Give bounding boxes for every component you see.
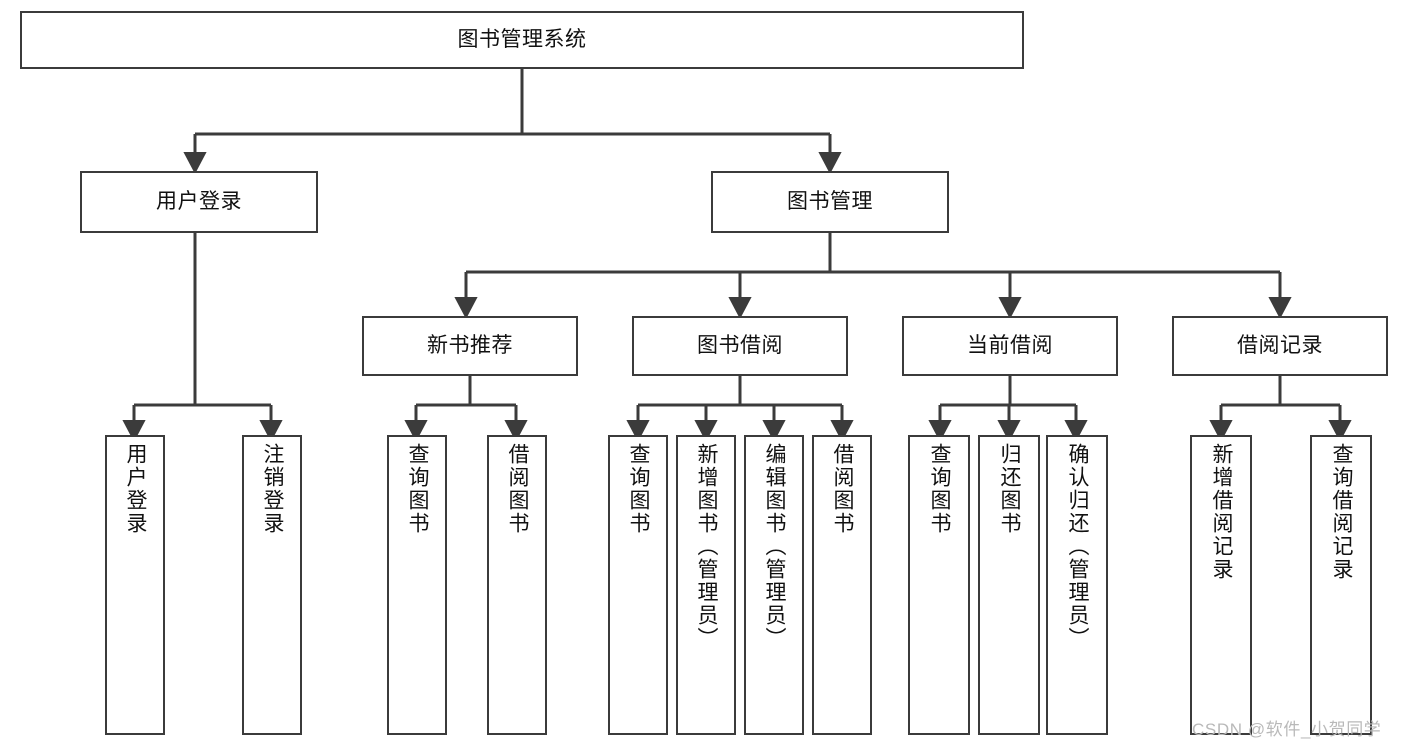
leaf-borrow-book-recommend[interactable]: 借阅图书: [487, 435, 547, 735]
node-label: 查询图书: [406, 443, 430, 535]
leaf-add-borrow-record[interactable]: 新增借阅记录: [1190, 435, 1252, 735]
node-label: 用户登录: [156, 190, 242, 214]
node-label: 查询借阅记录: [1330, 443, 1354, 581]
node-label: 图书借阅: [697, 334, 783, 358]
node-label: 查询图书: [627, 443, 651, 535]
node-label: 当前借阅: [967, 334, 1053, 358]
leaf-logout-login[interactable]: 注销登录: [242, 435, 302, 735]
node-label: 借阅图书: [506, 443, 530, 535]
node-label: 图书管理系统: [457, 28, 587, 52]
leaf-query-book-borrow[interactable]: 查询图书: [608, 435, 668, 735]
leaf-user-login[interactable]: 用户登录: [105, 435, 165, 735]
node-user-login[interactable]: 用户登录: [80, 171, 318, 233]
watermark-csdn: CSDN @软件_小贺同学: [1192, 720, 1382, 739]
node-label: 归还图书: [998, 443, 1022, 535]
node-label: 新增图书（管理员）: [695, 443, 719, 650]
leaf-query-book-current[interactable]: 查询图书: [908, 435, 970, 735]
leaf-add-book-admin[interactable]: 新增图书（管理员）: [676, 435, 736, 735]
leaf-query-book-recommend[interactable]: 查询图书: [387, 435, 447, 735]
node-borrow-records[interactable]: 借阅记录: [1172, 316, 1388, 376]
node-current-borrow[interactable]: 当前借阅: [902, 316, 1118, 376]
node-label: 注销登录: [261, 443, 285, 535]
node-label: 新增借阅记录: [1210, 443, 1234, 581]
leaf-query-borrow-record[interactable]: 查询借阅记录: [1310, 435, 1372, 735]
leaf-confirm-return-admin[interactable]: 确认归还（管理员）: [1046, 435, 1108, 735]
node-label: 确认归还（管理员）: [1066, 443, 1090, 650]
node-new-book-recommend[interactable]: 新书推荐: [362, 316, 578, 376]
node-label: 图书管理: [787, 190, 873, 214]
node-root-system[interactable]: 图书管理系统: [20, 11, 1024, 69]
leaf-borrow-book[interactable]: 借阅图书: [812, 435, 872, 735]
leaf-edit-book-admin[interactable]: 编辑图书（管理员）: [744, 435, 804, 735]
node-label: 用户登录: [124, 443, 148, 535]
node-label: 借阅图书: [831, 443, 855, 535]
node-book-management[interactable]: 图书管理: [711, 171, 949, 233]
node-label: 编辑图书（管理员）: [763, 443, 787, 650]
node-label: 借阅记录: [1237, 334, 1323, 358]
node-book-borrow[interactable]: 图书借阅: [632, 316, 848, 376]
node-label: 新书推荐: [427, 334, 513, 358]
node-label: 查询图书: [928, 443, 952, 535]
leaf-return-book[interactable]: 归还图书: [978, 435, 1040, 735]
